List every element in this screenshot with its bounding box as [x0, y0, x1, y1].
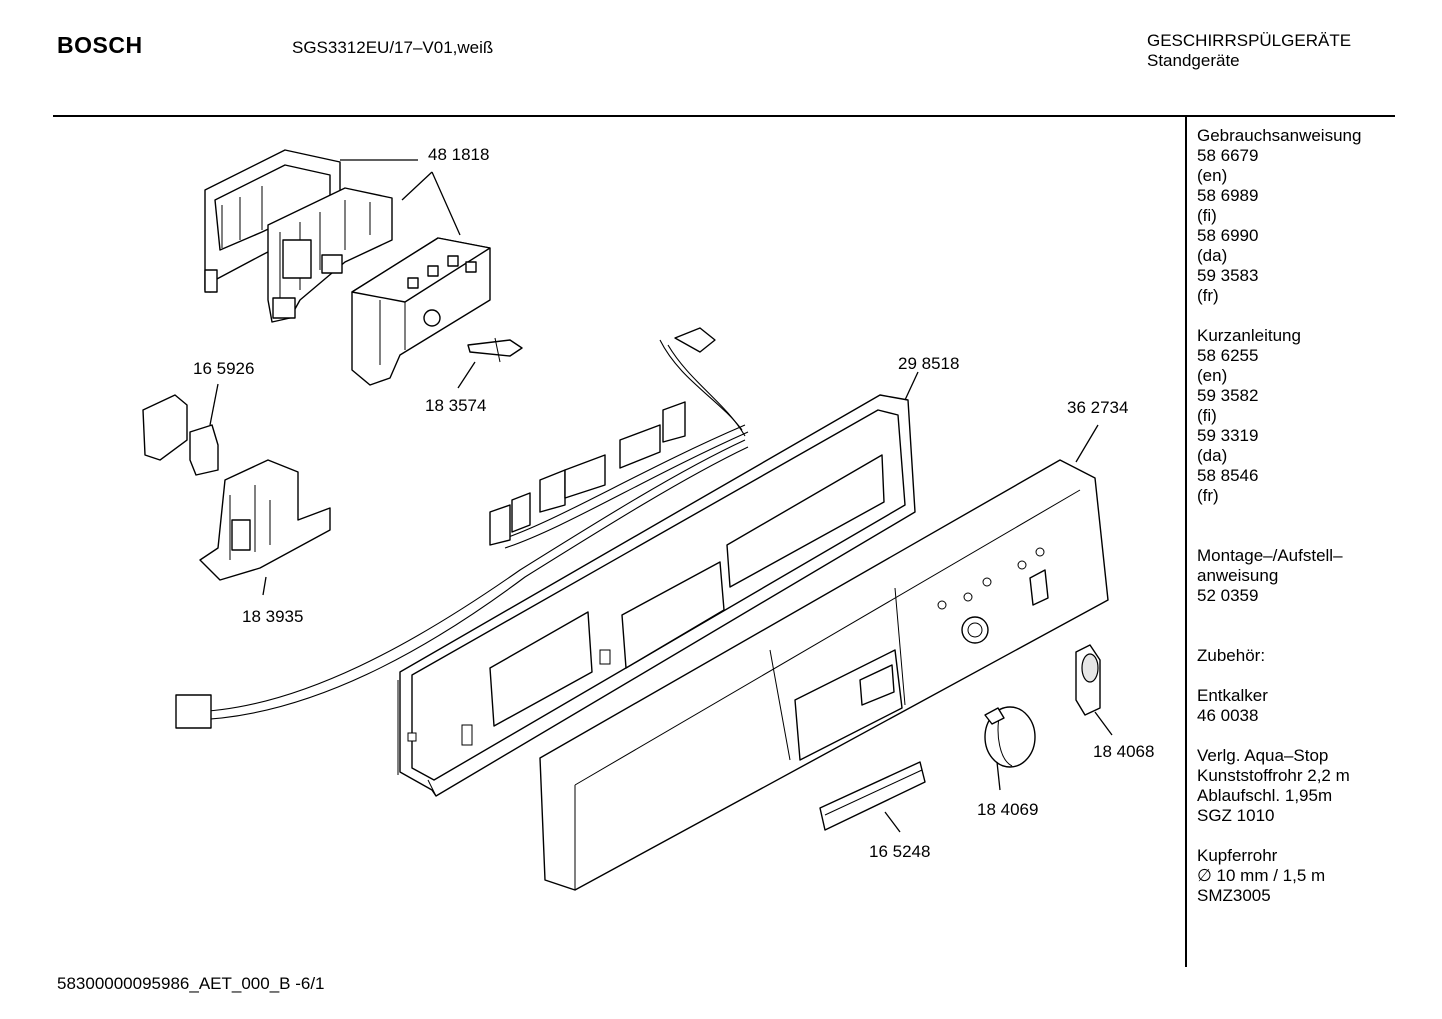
label-48-1818: 48 1818	[428, 145, 489, 164]
zubehoer-heading: Zubehör:	[1197, 646, 1361, 666]
label-16-5926: 16 5926	[193, 359, 254, 378]
label-18-4069: 18 4069	[977, 800, 1038, 819]
doc-number: 59 3319	[1197, 426, 1259, 445]
front-panel-part	[539, 459, 1109, 891]
aquastop-title: Verlg. Aqua–Stop	[1197, 746, 1329, 765]
model-number: SGS3312EU/17–V01,weiß	[292, 38, 494, 57]
doc-language: (en)	[1197, 166, 1228, 185]
doc-language: (da)	[1197, 446, 1228, 465]
doc-language: (da)	[1197, 246, 1228, 265]
wiring-harness-part	[175, 327, 749, 729]
doc-number: 52 0359	[1197, 586, 1259, 605]
bracket-part	[199, 459, 331, 581]
gebrauchsanweisung-title: Gebrauchsanweisung	[1197, 126, 1362, 145]
documents-sidebar: Gebrauchsanweisung 58 6679 (en) 58 6989 …	[1197, 126, 1361, 906]
sidebar-divider	[1185, 117, 1187, 967]
kupfer-detail: ∅ 10 mm / 1,5 m	[1197, 866, 1326, 885]
frame-part	[267, 187, 393, 323]
doc-number: 59 3583	[1197, 266, 1259, 285]
housing-part	[204, 149, 341, 293]
electronic-module-part	[351, 237, 491, 386]
doc-number: 58 6255	[1197, 346, 1259, 365]
panel-frame-part	[397, 394, 916, 797]
montage-block: Montage–/Aufstell– anweisung 52 0359	[1197, 546, 1361, 606]
aquastop-block: Verlg. Aqua–Stop Kunststoffrohr 2,2 m Ab…	[1197, 746, 1361, 826]
cover-clip-part	[142, 394, 219, 476]
entkalker-block: Entkalker 46 0038	[1197, 686, 1361, 726]
doc-number: SMZ3005	[1197, 886, 1271, 905]
label-18-4068: 18 4068	[1093, 742, 1154, 761]
gebrauchsanweisung-block: Gebrauchsanweisung 58 6679 (en) 58 6989 …	[1197, 126, 1361, 306]
brand-logo: BOSCH	[57, 32, 143, 58]
doc-number: SGZ 1010	[1197, 806, 1275, 825]
doc-language: (fr)	[1197, 486, 1219, 505]
trim-strip-part	[819, 761, 926, 831]
doc-number: 58 6989	[1197, 186, 1259, 205]
aquastop-detail: Ablaufschl. 1,95m	[1197, 786, 1333, 805]
label-18-3935: 18 3935	[242, 607, 303, 626]
entkalker-title: Entkalker	[1197, 686, 1268, 705]
doc-number: 58 8546	[1197, 466, 1259, 485]
doc-number: 58 6679	[1197, 146, 1259, 165]
header-divider	[53, 115, 1395, 117]
doc-number: 59 3582	[1197, 386, 1259, 405]
montage-title: Montage–/Aufstell–	[1197, 546, 1343, 565]
doc-language: (fr)	[1197, 286, 1219, 305]
footer-code: 58300000095986_AET_000_B -6/1	[57, 974, 325, 993]
category-line-1: GESCHIRRSPÜLGERÄTE	[1147, 31, 1352, 50]
label-36-2734: 36 2734	[1067, 398, 1128, 417]
doc-language: (fi)	[1197, 206, 1217, 225]
zubehoer-title: Zubehör:	[1197, 646, 1266, 665]
kurzanleitung-block: Kurzanleitung 58 6255 (en) 59 3582 (fi) …	[1197, 326, 1361, 506]
pin-part	[467, 337, 523, 363]
rotary-knob-part	[984, 706, 1036, 768]
aquastop-detail: Kunststoffrohr 2,2 m	[1197, 766, 1350, 785]
doc-number: 58 6990	[1197, 226, 1259, 245]
doc-language: (en)	[1197, 366, 1228, 385]
doc-number: 46 0038	[1197, 706, 1259, 725]
label-29-8518: 29 8518	[898, 354, 959, 373]
category-line-2: Standgeräte	[1147, 51, 1240, 70]
kupfer-block: Kupferrohr ∅ 10 mm / 1,5 m SMZ3005	[1197, 846, 1361, 906]
label-16-5248: 16 5248	[869, 842, 930, 861]
label-18-3574: 18 3574	[425, 396, 486, 415]
side-button-part	[1075, 644, 1101, 716]
montage-title-cont: anweisung	[1197, 566, 1279, 585]
kurzanleitung-title: Kurzanleitung	[1197, 326, 1301, 345]
kupfer-title: Kupferrohr	[1197, 846, 1278, 865]
category-heading: GESCHIRRSPÜLGERÄTE Standgeräte	[1147, 31, 1351, 71]
doc-language: (fi)	[1197, 406, 1217, 425]
